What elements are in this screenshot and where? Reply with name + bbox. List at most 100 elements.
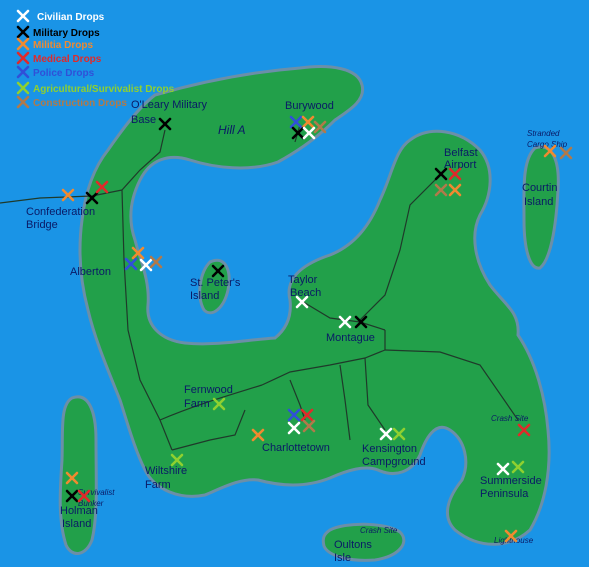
- label-survivalist: Survivalist: [78, 488, 115, 497]
- label-confederation: Confederation: [26, 206, 95, 218]
- label-alberton: Alberton: [70, 266, 111, 278]
- road: [121, 189, 173, 451]
- courtin-island: [522, 145, 560, 270]
- label-bridge: Bridge: [26, 219, 58, 231]
- medical-drop-icon: [95, 180, 109, 194]
- military-drop-icon: [291, 126, 305, 140]
- legend-label-military: Military Drops: [33, 28, 100, 39]
- label-fernwood-farm: Farm: [184, 398, 210, 410]
- label-oultons: Oultons: [334, 539, 372, 551]
- agri-drop-icon: [511, 460, 525, 474]
- label-summerside: Summerside: [480, 475, 542, 487]
- label-holman: Holman: [60, 505, 98, 517]
- label-holman-island: Island: [62, 518, 91, 530]
- militia-drop-icon: [504, 529, 518, 543]
- legend-label-civilian: Civilian Drops: [37, 12, 105, 23]
- legend-label-police: Police Drops: [33, 68, 95, 79]
- label-st-peters-island: Island: [190, 290, 219, 302]
- road: [364, 357, 386, 431]
- label-crash-site-east: Crash Site: [491, 414, 529, 423]
- label-courtin: Courtin: [522, 182, 557, 194]
- civilian-drop-icon: [496, 462, 510, 476]
- military-drop-icon: [434, 167, 448, 181]
- military-drop-icon: [16, 25, 30, 39]
- label-charlottetown: Charlottetown: [262, 442, 330, 454]
- label-isle: Isle: [334, 552, 351, 564]
- label-oleary-base: Base: [131, 114, 156, 126]
- police-drop-icon: [16, 65, 30, 79]
- label-airport: Airport: [444, 159, 476, 171]
- label-wiltshire: Wiltshire: [145, 465, 187, 477]
- medical-drop-icon: [16, 51, 30, 65]
- civilian-drop-icon: [338, 315, 352, 329]
- agri-drop-icon: [392, 427, 406, 441]
- road: [359, 174, 441, 321]
- construction-drop-icon: [16, 95, 30, 109]
- label-st-peters: St. Peter's: [190, 277, 241, 289]
- militia-drop-icon: [251, 428, 265, 442]
- civilian-drop-icon: [379, 427, 393, 441]
- road: [384, 349, 519, 421]
- construction-drop-icon: [302, 419, 316, 433]
- construction-drop-icon: [313, 120, 327, 134]
- label-burywood: Burywood: [285, 100, 334, 112]
- road: [299, 299, 386, 331]
- legend-label-medical: Medical Drops: [33, 54, 102, 65]
- police-drop-icon: [124, 257, 138, 271]
- road: [159, 384, 263, 421]
- medical-drop-icon: [448, 167, 462, 181]
- military-drop-icon: [354, 315, 368, 329]
- medical-drop-icon: [517, 423, 531, 437]
- label-crash-site-south: Crash Site: [360, 526, 398, 535]
- civilian-drop-icon: [287, 421, 301, 435]
- label-fernwood: Fernwood: [184, 384, 233, 396]
- main-island: [78, 65, 551, 546]
- label-oleary-military: O'Leary Military: [131, 99, 208, 111]
- legend-label-militia: Militia Drops: [33, 40, 93, 51]
- label-peninsula: Peninsula: [480, 488, 529, 500]
- label-wiltshire-farm: Farm: [145, 479, 171, 491]
- road: [261, 349, 386, 386]
- label-montague: Montague: [326, 332, 375, 344]
- label-courtin-island: Island: [524, 196, 553, 208]
- agri-drop-icon: [170, 453, 184, 467]
- military-drop-icon: [211, 264, 225, 278]
- civilian-drop-icon: [295, 295, 309, 309]
- oultons-isle: [321, 522, 406, 562]
- construction-drop-icon: [434, 183, 448, 197]
- label-kensington: Kensington: [362, 443, 417, 455]
- police-drop-icon: [289, 115, 303, 129]
- label-bunker: Bunker: [78, 499, 104, 508]
- civilian-drop-icon: [302, 126, 316, 140]
- militia-drop-icon: [65, 471, 79, 485]
- medical-drop-icon: [300, 408, 314, 422]
- militia-drop-icon: [16, 37, 30, 51]
- land-group: [58, 65, 560, 562]
- road: [289, 379, 306, 421]
- drop-markers: [61, 115, 573, 543]
- label-cargo-ship: Cargo Ship: [527, 140, 568, 149]
- civilian-drop-icon: [16, 9, 30, 23]
- military-drop-icon: [85, 191, 99, 205]
- road: [171, 409, 246, 451]
- agricultural-drop-icon: [16, 81, 30, 95]
- label-campground: Campground: [362, 456, 426, 468]
- legend-label-construction: Construction Drops: [33, 98, 127, 109]
- label-taylor: Taylor: [288, 274, 318, 286]
- road: [339, 364, 351, 441]
- holman-island: [58, 395, 98, 555]
- militia-drop-icon: [301, 115, 315, 129]
- militia-drop-icon: [61, 188, 75, 202]
- label-hill-a: Hill A: [218, 123, 246, 137]
- legend-label-agri: Agricultural/Survivalist Drops: [33, 84, 175, 95]
- military-drop-icon: [65, 489, 79, 503]
- militia-drop-icon: [543, 144, 557, 158]
- label-stranded: Stranded: [527, 129, 560, 138]
- civilian-drop-icon: [139, 258, 153, 272]
- militia-drop-icon: [448, 183, 462, 197]
- agri-drop-icon: [212, 397, 226, 411]
- construction-drop-icon: [149, 255, 163, 269]
